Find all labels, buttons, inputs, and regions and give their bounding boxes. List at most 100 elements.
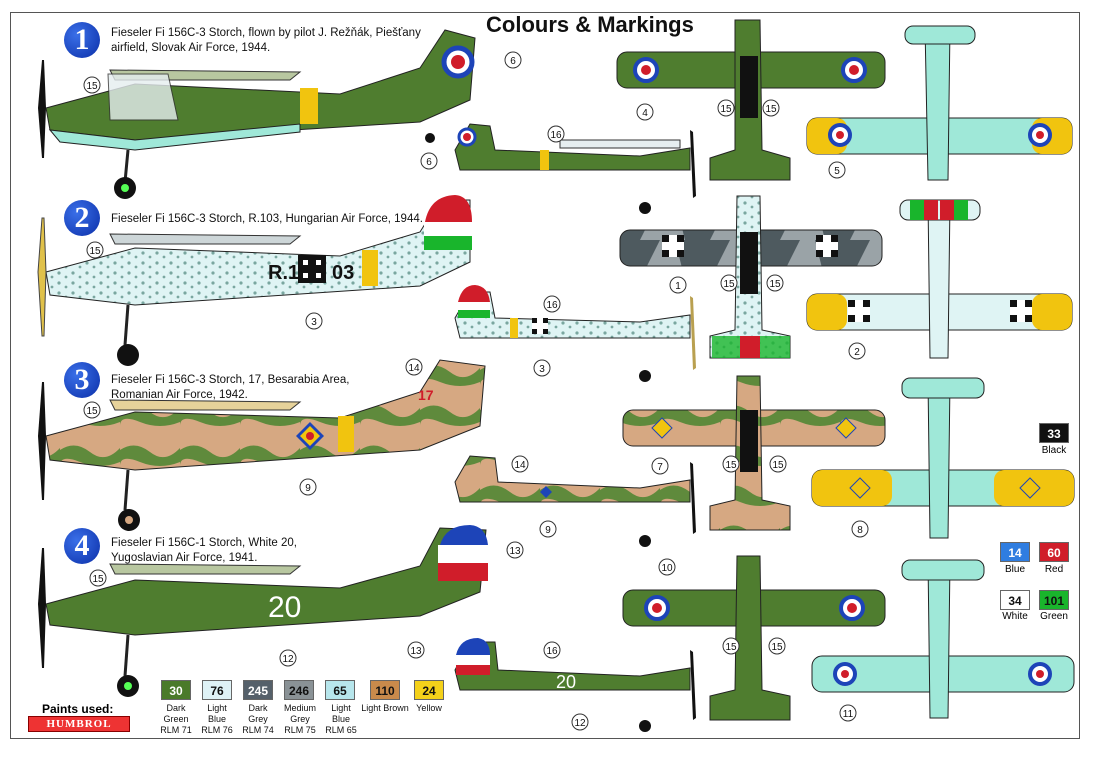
svg-text:3: 3	[539, 364, 545, 375]
svg-text:15: 15	[772, 460, 784, 471]
paint-60-swatch: 60	[1039, 542, 1069, 562]
callout-15d: 15	[86, 241, 104, 259]
callout-9b: 9	[539, 520, 557, 538]
svg-text:1: 1	[675, 281, 681, 292]
callout-15f: 15	[766, 274, 784, 292]
svg-text:14: 14	[408, 363, 420, 374]
svg-text:15: 15	[725, 460, 737, 471]
paint-246-label: Medium Grey RLM 75	[283, 703, 316, 735]
paint-65-swatch: 65	[325, 680, 355, 700]
callout-15i: 15	[769, 455, 787, 473]
svg-text:12: 12	[574, 718, 586, 729]
hungarian-code-right: 03	[332, 262, 354, 284]
svg-text:4: 4	[642, 108, 648, 119]
svg-text:3: 3	[311, 317, 317, 328]
paint-24-swatch: 24	[414, 680, 444, 700]
callout-15k: 15	[722, 637, 740, 655]
scheme-1-side-view	[38, 29, 476, 199]
callout-6b: 6	[420, 152, 438, 170]
callout-10: 10	[658, 558, 676, 576]
scheme-3-side-small	[454, 455, 696, 547]
paint-24-label: Yellow	[416, 703, 442, 713]
paints-used-label: Paints used:	[42, 702, 114, 716]
callout-7: 7	[651, 457, 669, 475]
callout-5: 5	[828, 161, 846, 179]
scheme-3-line2: Romanian Air Force, 1942.	[111, 389, 248, 401]
scheme-1-line2: airfield, Slovak Air Force, 1944.	[111, 42, 271, 54]
scheme-4-line2: Yugoslavian Air Force, 1941.	[111, 552, 258, 564]
scheme-4-badge: 4	[64, 528, 100, 564]
scheme-1-side-small	[454, 123, 696, 214]
scheme-2-bottom-view	[806, 199, 1073, 359]
svg-text:13: 13	[410, 646, 422, 657]
callout-15g: 15	[83, 401, 101, 419]
hungarian-code-left: R.1	[268, 262, 299, 284]
callout-3a: 3	[305, 312, 323, 330]
svg-text:10: 10	[661, 563, 673, 574]
paint-60-label: Red	[1044, 564, 1064, 575]
callout-9a: 9	[299, 478, 317, 496]
callout-15e: 15	[720, 274, 738, 292]
callout-16c: 16	[543, 641, 561, 659]
paint-30-swatch: 30	[161, 680, 191, 700]
paint-14-swatch: 14	[1000, 542, 1030, 562]
scheme-4-bottom-view	[811, 559, 1075, 719]
scheme-4-description: Fieseler Fi 156C-1 Storch, White 20, Yug…	[111, 536, 297, 566]
svg-text:15: 15	[723, 279, 735, 290]
svg-text:15: 15	[725, 642, 737, 653]
svg-text:5: 5	[834, 166, 840, 177]
svg-text:15: 15	[765, 104, 777, 115]
scheme-3-top-view	[622, 375, 886, 531]
page-title: Colours & Markings	[486, 12, 694, 37]
callout-13a: 13	[506, 541, 524, 559]
svg-text:15: 15	[86, 81, 98, 92]
paint-110-swatch: 110	[370, 680, 400, 700]
callout-15b: 15	[717, 99, 735, 117]
scheme-2-badge: 2	[64, 200, 100, 236]
callout-12b: 12	[571, 713, 589, 731]
paint-246-swatch: 246	[284, 680, 314, 700]
svg-text:15: 15	[771, 642, 783, 653]
humbrol-logo: HUMBROL	[28, 716, 130, 732]
scheme-2-side-view: R.1 03	[37, 195, 472, 366]
paint-14-label: Blue	[1004, 564, 1025, 575]
svg-text:15: 15	[769, 279, 781, 290]
paint-33-swatch: 33	[1039, 423, 1069, 443]
paint-245-label: Dark Grey RLM 74	[242, 703, 274, 735]
paint-245-swatch: 245	[243, 680, 273, 700]
scheme-3-description: Fieseler Fi 156C-3 Storch, 17, Besarabia…	[111, 373, 349, 403]
svg-text:16: 16	[550, 130, 562, 141]
paint-34-label: White	[1002, 611, 1028, 622]
scheme-2-top-view	[619, 195, 883, 359]
callout-6a: 6	[504, 51, 522, 69]
paint-65-label: Light Blue RLM 65	[325, 703, 357, 735]
scheme-3-bottom-view	[811, 377, 1075, 539]
svg-text:15: 15	[720, 104, 732, 115]
svg-text:2: 2	[854, 347, 860, 358]
scheme-2-description: Fieseler Fi 156C-3 Storch, R.103, Hungar…	[111, 212, 423, 227]
paint-76-swatch: 76	[202, 680, 232, 700]
callout-14b: 14	[511, 455, 529, 473]
paint-33-label: Black	[1041, 445, 1067, 456]
svg-text:14: 14	[514, 460, 526, 471]
callout-12a: 12	[279, 649, 297, 667]
scheme-4-top-view	[622, 555, 886, 721]
svg-text:9: 9	[545, 525, 551, 536]
svg-text:15: 15	[92, 574, 104, 585]
scheme-1-line1: Fieseler Fi 156C-3 Storch, flown by pilo…	[111, 27, 421, 39]
svg-text:12: 12	[282, 654, 294, 665]
callout-15l: 15	[768, 637, 786, 655]
callout-3b: 3	[533, 359, 551, 377]
callout-15a: 15	[83, 76, 101, 94]
scheme-1-top-view	[616, 19, 886, 181]
scheme-2-side-small	[454, 285, 696, 382]
paint-76-label: Light Blue RLM 76	[201, 703, 233, 735]
sheet-frame	[10, 12, 1080, 739]
scheme-2-line1: Fieseler Fi 156C-3 Storch, R.103, Hungar…	[111, 213, 423, 225]
svg-text:8: 8	[857, 525, 863, 536]
callout-4: 4	[636, 103, 654, 121]
scheme-1-badge: 1	[64, 22, 100, 58]
svg-text:6: 6	[426, 157, 432, 168]
